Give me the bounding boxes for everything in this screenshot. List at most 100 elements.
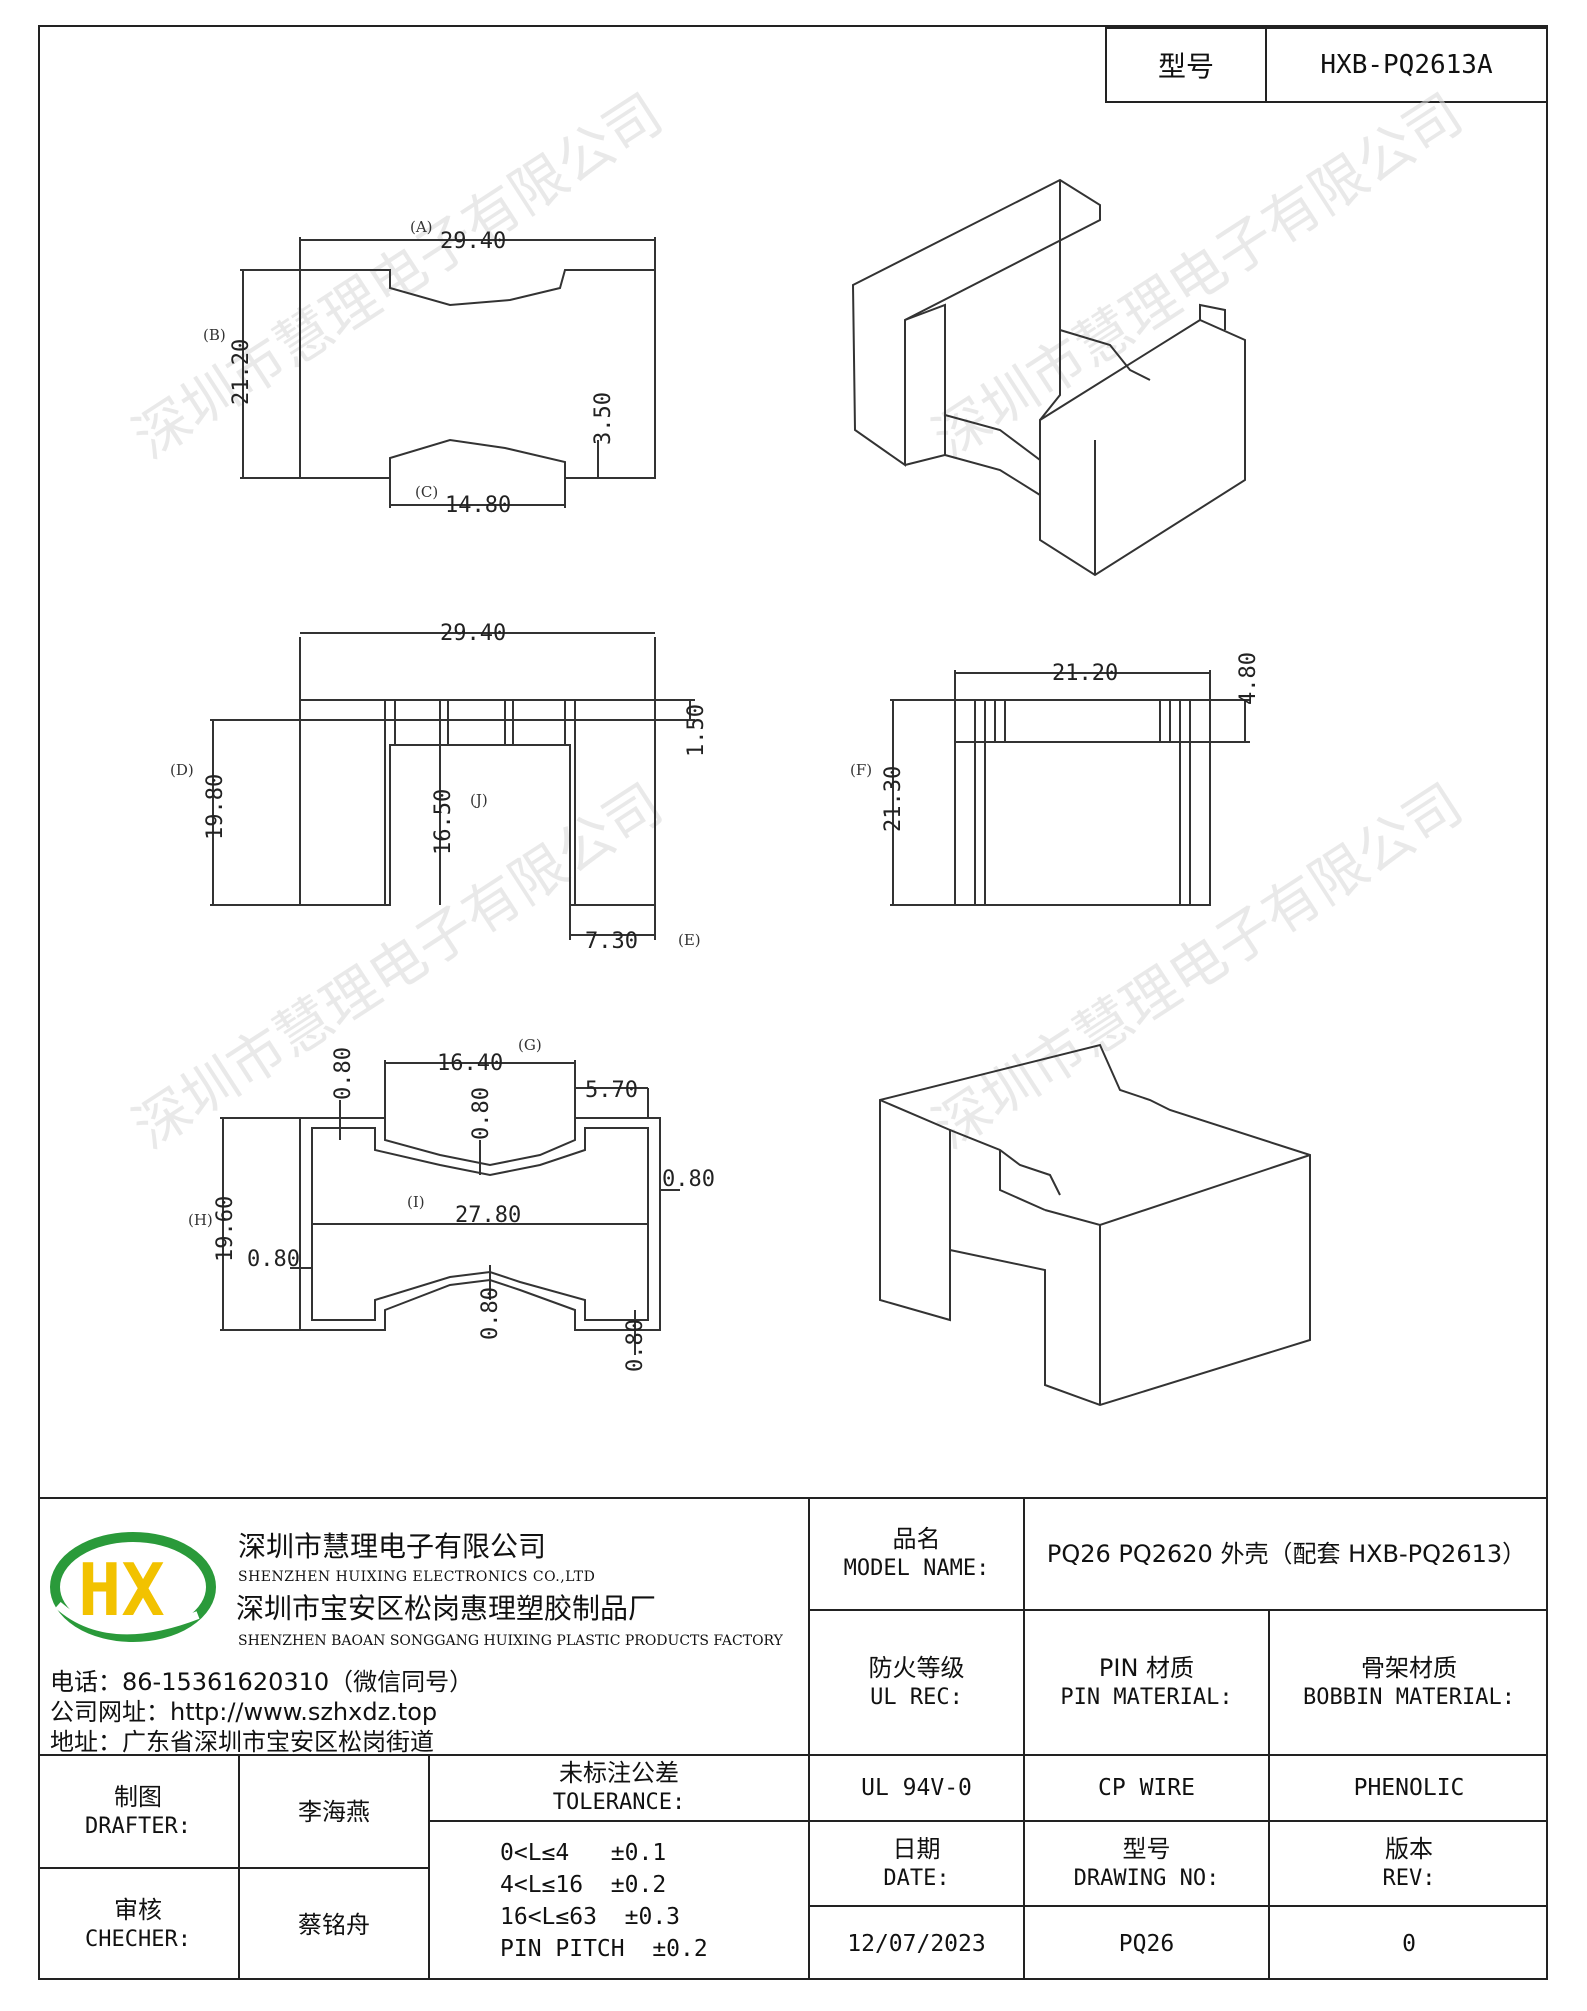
ul-rec-cn: 防火等级 bbox=[868, 1653, 965, 1682]
tb-line-top bbox=[38, 1497, 1548, 1499]
tb-line-h1 bbox=[808, 1609, 1548, 1611]
dim-J-label: (J) bbox=[470, 791, 488, 809]
dim-front-top: 29.40 bbox=[440, 621, 506, 646]
header-model-box: 型号 HXB-PQ2613A bbox=[1105, 27, 1548, 103]
bobbin-material-cn: 骨架材质 bbox=[1361, 1653, 1457, 1682]
top-view bbox=[240, 237, 656, 508]
drafter-label: 制图 DRAFTER: bbox=[38, 1756, 238, 1867]
rev-label: 版本 REV: bbox=[1270, 1822, 1548, 1905]
dim-t6-value: 0.80 bbox=[623, 1319, 648, 1372]
company-phone: 电话：86-15361620310（微信同号） bbox=[50, 1668, 474, 1696]
dim-B-label: (B) bbox=[203, 326, 226, 344]
rev-en: REV: bbox=[1382, 1865, 1436, 1891]
dim-B-value: 21.20 bbox=[229, 339, 254, 405]
date-label: 日期 DATE: bbox=[810, 1822, 1023, 1905]
dim-E-value: 7.30 bbox=[585, 929, 638, 954]
checker-label: 审核 CHECHER: bbox=[38, 1869, 238, 1980]
rev-cn: 版本 bbox=[1385, 1834, 1433, 1863]
ul-rec-value: UL 94V-0 bbox=[861, 1775, 972, 1801]
dim-E-label: (E) bbox=[678, 931, 701, 949]
dim-D-value: 19.80 bbox=[203, 774, 228, 840]
dim-G-label: (G) bbox=[518, 1036, 542, 1054]
company-name-cn: 深圳市慧理电子有限公司 bbox=[238, 1530, 547, 1563]
tolerance-row: 0<L≤4 ±0.1 bbox=[500, 1840, 667, 1866]
dim-w1-value: 5.70 bbox=[585, 1078, 638, 1103]
dim-t4-value: 0.80 bbox=[247, 1247, 300, 1272]
dim-notch-value: 3.50 bbox=[591, 392, 616, 445]
drafter-cn: 制图 bbox=[114, 1782, 162, 1811]
watermark-4: 深圳市慧理电子有限公司 bbox=[922, 772, 1474, 1162]
dim-C-label: (C) bbox=[415, 483, 438, 501]
front-view bbox=[210, 632, 695, 940]
checker-name: 蔡铭舟 bbox=[298, 1910, 370, 1939]
model-name-en: MODEL NAME: bbox=[843, 1556, 990, 1581]
tolerance-row: 16<L≤63 ±0.3 bbox=[500, 1904, 681, 1930]
tb-line-h5 bbox=[38, 1867, 428, 1869]
bobbin-material-label: 骨架材质 BOBBIN MATERIAL: bbox=[1270, 1611, 1548, 1754]
date-cn: 日期 bbox=[892, 1834, 941, 1863]
pin-material-en: PIN MATERIAL: bbox=[1060, 1684, 1233, 1710]
iso-closed-outline bbox=[879, 1043, 1311, 1407]
dim-side-top: 21.20 bbox=[1052, 661, 1118, 686]
bottom-view bbox=[220, 1060, 680, 1355]
isometric-view-open bbox=[851, 178, 1246, 577]
side-view bbox=[890, 670, 1250, 906]
side-view-outline bbox=[954, 699, 1211, 906]
technical-drawing: 深圳市慧理电子有限公司 深圳市慧理电子有限公司 深圳市慧理电子有限公司 深圳市慧… bbox=[122, 82, 1474, 1407]
dim-t1-value: 0.80 bbox=[331, 1047, 356, 1100]
bottom-view-outer bbox=[299, 1117, 661, 1331]
tb-line-h3 bbox=[428, 1820, 1548, 1822]
dim-H-value: 19.60 bbox=[213, 1196, 238, 1262]
date-value: 12/07/2023 bbox=[847, 1930, 986, 1957]
model-name-value: PQ26 PQ2620 外壳（配套 HXB-PQ2613） bbox=[1046, 1540, 1527, 1568]
drafter-en: DRAFTER: bbox=[85, 1813, 191, 1839]
tb-line-v5 bbox=[428, 1754, 430, 1980]
dim-front-lip: 1.50 bbox=[684, 704, 709, 757]
tb-line-v2 bbox=[1023, 1497, 1025, 1980]
checker-cn: 审核 bbox=[114, 1895, 162, 1924]
tolerance-label: 未标注公差 TOLERANCE: bbox=[430, 1756, 808, 1820]
tb-line-v1 bbox=[808, 1497, 810, 1980]
drawing-no-en: DRAWING NO: bbox=[1073, 1865, 1220, 1891]
dim-A-label: (A) bbox=[410, 218, 433, 236]
dim-t5-value: 0.80 bbox=[478, 1287, 503, 1340]
dim-A-value: 29.40 bbox=[440, 229, 506, 254]
title-block: HX 深圳市慧理电子有限公司 SHENZHEN HUIXING ELECTRON… bbox=[38, 1497, 1548, 1980]
ul-rec-label: 防火等级 UL REC: bbox=[810, 1611, 1023, 1754]
header-model-value: HXB-PQ2613A bbox=[1320, 50, 1493, 80]
dim-H-label: (H) bbox=[188, 1211, 213, 1229]
logo-letters: HX bbox=[78, 1548, 165, 1632]
tolerance-cn: 未标注公差 bbox=[559, 1759, 679, 1787]
iso-open-left-wall bbox=[851, 178, 1101, 467]
tb-line-h2 bbox=[38, 1754, 1548, 1756]
tb-line-h4 bbox=[808, 1905, 1548, 1907]
checker-en: CHECHER: bbox=[85, 1926, 191, 1952]
company-logo: HX bbox=[50, 1532, 216, 1642]
dim-C-value: 14.80 bbox=[445, 493, 511, 518]
company-name-en: SHENZHEN HUIXING ELECTRONICS CO.,LTD bbox=[238, 1569, 596, 1585]
factory-name-en: SHENZHEN BAOAN SONGGANG HUIXING PLASTIC … bbox=[238, 1633, 783, 1649]
dim-I-label: (I) bbox=[407, 1193, 425, 1211]
isometric-view-closed bbox=[879, 1043, 1311, 1407]
dim-D-label: (D) bbox=[170, 761, 194, 779]
drawing-no-cn: 型号 bbox=[1122, 1834, 1171, 1863]
drafter-name: 李海燕 bbox=[298, 1797, 370, 1826]
dim-F-value: 21.30 bbox=[881, 766, 906, 832]
pin-material-cn: PIN 材质 bbox=[1098, 1653, 1195, 1682]
factory-name-cn: 深圳市宝安区松岗惠理塑胶制品厂 bbox=[236, 1592, 657, 1625]
dim-F-label: (F) bbox=[850, 761, 872, 779]
tolerance-row: PIN PITCH ±0.2 bbox=[500, 1936, 708, 1962]
bobbin-material-en: BOBBIN MATERIAL: bbox=[1303, 1684, 1515, 1710]
dim-side-lip: 4.80 bbox=[1236, 652, 1261, 705]
dim-t2-value: 0.80 bbox=[469, 1087, 494, 1140]
tolerance-row: 4<L≤16 ±0.2 bbox=[500, 1872, 667, 1898]
tolerance-list: 0<L≤4 ±0.1 4<L≤16 ±0.2 16<L≤63 ±0.3 PIN … bbox=[500, 1837, 708, 1965]
rev-value: 0 bbox=[1402, 1930, 1416, 1957]
drawing-sheet-border bbox=[38, 25, 1548, 1980]
date-en: DATE: bbox=[883, 1865, 950, 1891]
watermark-group: 深圳市慧理电子有限公司 深圳市慧理电子有限公司 深圳市慧理电子有限公司 深圳市慧… bbox=[122, 82, 1474, 1162]
header-model-label: 型号 bbox=[1107, 29, 1267, 101]
drawing-no-label: 型号 DRAWING NO: bbox=[1025, 1822, 1268, 1905]
company-website: 公司网址：http://www.szhxdz.top bbox=[50, 1698, 438, 1726]
pin-material-value: CP WIRE bbox=[1098, 1775, 1195, 1801]
